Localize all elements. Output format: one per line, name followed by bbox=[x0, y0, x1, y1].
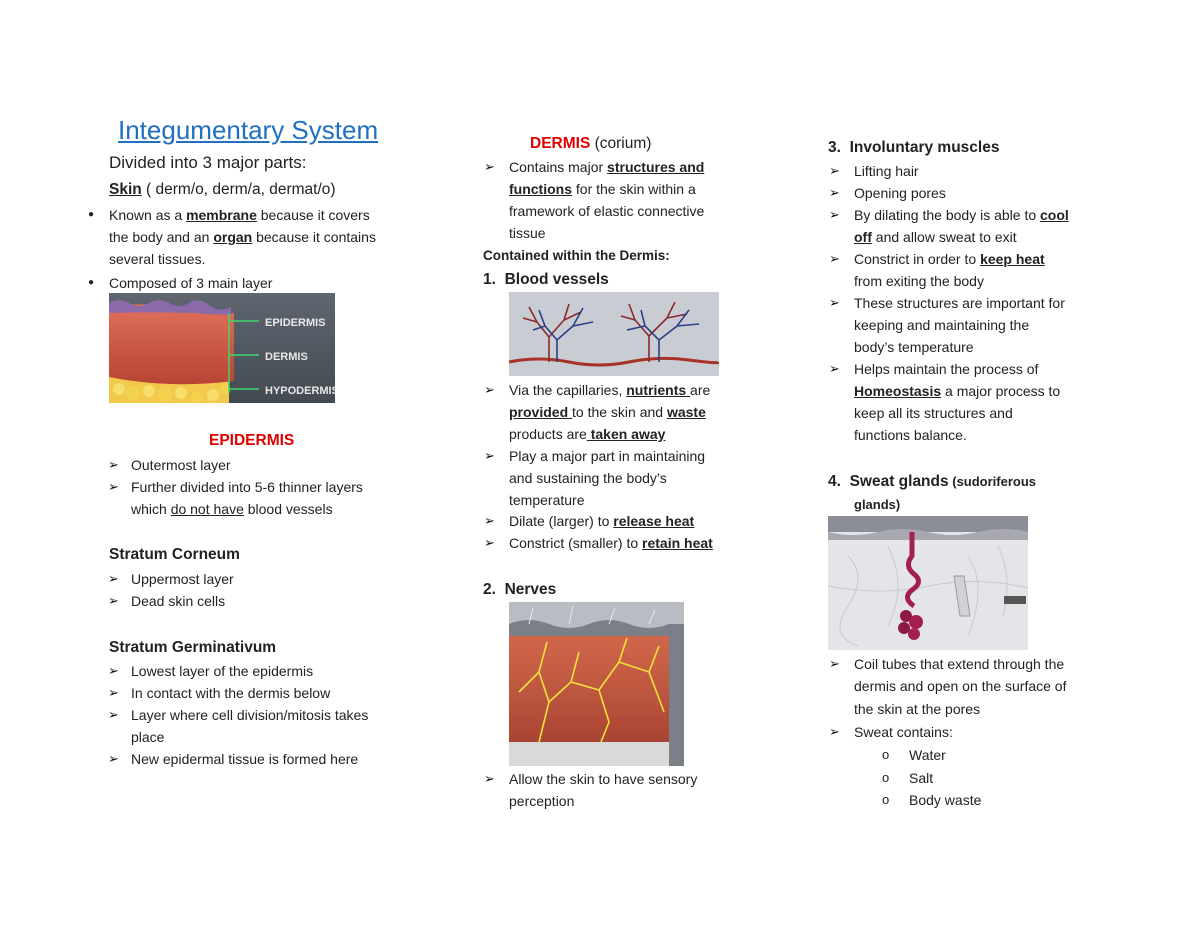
arrow-bullet-icon: ➢ bbox=[484, 448, 495, 463]
sweat-content-water: Water bbox=[909, 747, 946, 763]
muscles-item-3-line-2: off and allow sweat to exit bbox=[854, 229, 1017, 245]
sweat-glands-heading-cont: glands) bbox=[854, 497, 901, 512]
nerves-heading: 2. Nerves bbox=[483, 581, 557, 598]
arrow-bullet-icon: ➢ bbox=[829, 656, 840, 671]
muscles-item-5-line-1: These structures are important for bbox=[854, 295, 1065, 311]
epidermis-heading: EPIDERMIS bbox=[209, 432, 295, 449]
muscles-item-6-line-3: keep all its structures and bbox=[854, 405, 1013, 421]
arrow-bullet-icon: ➢ bbox=[829, 207, 840, 222]
skin-bullet-1-line-1: Known as a membrane because it covers bbox=[109, 207, 370, 223]
muscles-item-2: Opening pores bbox=[854, 185, 946, 201]
epidermis-item-2-cont: which do not have blood vessels bbox=[131, 501, 333, 517]
nerves-item-line-1: Allow the skin to have sensory bbox=[509, 771, 698, 787]
layer-label-dermis: DERMIS bbox=[265, 351, 308, 363]
sweat-content-body-waste: Body waste bbox=[909, 792, 982, 808]
arrow-bullet-icon: ➢ bbox=[829, 251, 840, 266]
arrow-bullet-icon: ➢ bbox=[108, 663, 119, 678]
muscles-item-4-line-2: from exiting the body bbox=[854, 273, 984, 289]
dermis-item-1-line-3: framework of elastic connective bbox=[509, 203, 705, 219]
muscles-item-1: Lifting hair bbox=[854, 163, 919, 179]
dermis-item-1-line-4: tissue bbox=[509, 225, 546, 241]
arrow-bullet-icon: ➢ bbox=[484, 382, 495, 397]
sweat-item-1-line-2: dermis and open on the surface of bbox=[854, 678, 1067, 694]
arrow-bullet-icon: ➢ bbox=[829, 163, 840, 178]
stratum-corneum-heading: Stratum Corneum bbox=[109, 546, 240, 563]
layer-label-epidermis: EPIDERMIS bbox=[265, 317, 326, 329]
arrow-bullet-icon: ➢ bbox=[108, 457, 119, 472]
corneum-item-1: Uppermost layer bbox=[131, 571, 234, 587]
arrow-bullet-icon: ➢ bbox=[484, 159, 495, 174]
arrow-bullet-icon: ➢ bbox=[108, 685, 119, 700]
blood-vessels-heading: 1. Blood vessels bbox=[483, 271, 609, 288]
muscles-item-4-line-1: Constrict in order to keep heat bbox=[854, 251, 1045, 267]
arrow-bullet-icon: ➢ bbox=[484, 535, 495, 550]
epidermis-item-1: Outermost layer bbox=[131, 457, 231, 473]
bv-item-1-line-1: Via the capillaries, nutrients are bbox=[509, 382, 711, 398]
muscles-item-5-line-3: body’s temperature bbox=[854, 339, 974, 355]
arrow-bullet-icon: ➢ bbox=[108, 751, 119, 766]
muscles-item-6-line-1: Helps maintain the process of bbox=[854, 361, 1039, 377]
arrow-bullet-icon: ➢ bbox=[829, 361, 840, 376]
skin-heading: Skin ( derm/o, derm/a, dermat/o) bbox=[109, 179, 336, 201]
sweat-item-1-line-1: Coil tubes that extend through the bbox=[854, 656, 1065, 672]
arrow-bullet-icon: ➢ bbox=[829, 185, 840, 200]
arrow-bullet-icon: ➢ bbox=[108, 707, 119, 722]
bv-item-4: Constrict (smaller) to retain heat bbox=[509, 535, 713, 551]
germinativum-item-2: In contact with the dermis below bbox=[131, 685, 331, 701]
skin-bullet-2: Composed of 3 main layer bbox=[109, 275, 273, 291]
muscles-item-6-line-2: Homeostasis a major process to bbox=[854, 383, 1061, 399]
subtitle: Divided into 3 major parts: bbox=[109, 153, 307, 172]
bv-item-1-line-2: provided to the skin and waste bbox=[509, 404, 706, 420]
arrow-bullet-icon: ➢ bbox=[108, 571, 119, 586]
involuntary-muscles-heading: 3. Involuntary muscles bbox=[828, 139, 1000, 156]
sweat-item-1-line-3: the skin at the pores bbox=[854, 701, 981, 717]
nerves-item-line-2: perception bbox=[509, 793, 575, 809]
skin-layers-image: EPIDERMIS DERMIS HYPODERMIS bbox=[109, 293, 335, 403]
muscles-item-6-line-4: functions balance. bbox=[854, 427, 967, 443]
arrow-bullet-icon: ➢ bbox=[108, 593, 119, 608]
circle-bullet-icon: o bbox=[882, 792, 890, 807]
skin-roots: ( derm/o, derm/a, dermat/o) bbox=[141, 181, 336, 198]
muscles-item-3-line-1: By dilating the body is able to cool bbox=[854, 207, 1069, 223]
sweat-item-2: Sweat contains: bbox=[854, 724, 953, 740]
skin-bullet-1-line-3: several tissues. bbox=[109, 251, 206, 267]
skin-bullet-1-line-2: the body and an organ because it contain… bbox=[109, 229, 376, 245]
germinativum-item-3-cont: place bbox=[131, 729, 165, 745]
bv-item-2-line-2: and sustaining the body’s bbox=[509, 470, 667, 486]
bullet-icon: ● bbox=[88, 277, 95, 288]
nerves-image bbox=[509, 602, 684, 766]
germinativum-item-3: Layer where cell division/mitosis takes bbox=[131, 707, 369, 723]
arrow-bullet-icon: ➢ bbox=[484, 771, 495, 786]
circle-bullet-icon: o bbox=[882, 770, 890, 785]
dermis-heading: DERMIS (corium) bbox=[530, 135, 652, 152]
sweat-glands-heading: 4. Sweat glands (sudoriferous bbox=[828, 473, 1037, 490]
stratum-germinativum-heading: Stratum Germinativum bbox=[109, 639, 277, 656]
dermis-item-1-line-2: functions for the skin within a bbox=[509, 181, 696, 197]
corneum-item-2: Dead skin cells bbox=[131, 593, 226, 609]
arrow-bullet-icon: ➢ bbox=[829, 295, 840, 310]
germinativum-item-4: New epidermal tissue is formed here bbox=[131, 751, 359, 767]
sweat-content-salt: Salt bbox=[909, 770, 934, 786]
epidermis-item-2: Further divided into 5-6 thinner layers bbox=[131, 479, 363, 495]
circle-bullet-icon: o bbox=[882, 747, 890, 762]
bv-item-2-line-1: Play a major part in maintaining bbox=[509, 448, 706, 464]
sweat-gland-image bbox=[828, 516, 1028, 650]
skin-label: Skin bbox=[109, 181, 142, 198]
germinativum-item-1: Lowest layer of the epidermis bbox=[131, 663, 314, 679]
bullet-icon: ● bbox=[88, 209, 95, 220]
bv-item-2-line-3: temperature bbox=[509, 492, 585, 508]
arrow-bullet-icon: ➢ bbox=[484, 513, 495, 528]
arrow-bullet-icon: ➢ bbox=[108, 479, 119, 494]
muscles-item-5-line-2: keeping and maintaining the bbox=[854, 317, 1030, 333]
contained-label: Contained within the Dermis: bbox=[483, 248, 670, 263]
page-title: Integumentary System bbox=[118, 115, 379, 145]
bv-item-1-line-3: products are taken away bbox=[509, 426, 666, 442]
layer-label-hypodermis: HYPODERMIS bbox=[265, 385, 335, 397]
blood-vessels-image bbox=[509, 292, 719, 376]
arrow-bullet-icon: ➢ bbox=[829, 724, 840, 739]
bv-item-3: Dilate (larger) to release heat bbox=[509, 513, 695, 529]
dermis-item-1-line-1: Contains major structures and bbox=[509, 159, 705, 175]
